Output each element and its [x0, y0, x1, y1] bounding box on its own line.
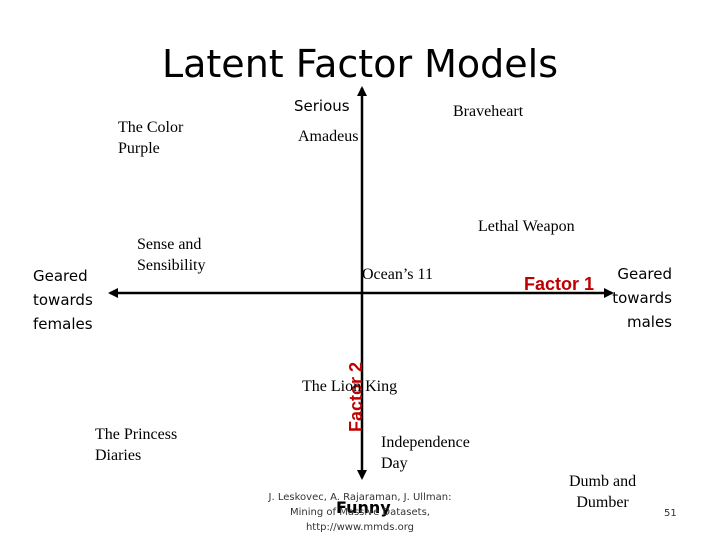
- movie-independence-day: Independence Day: [381, 434, 470, 472]
- movie-braveheart: Braveheart: [453, 103, 524, 120]
- axis-label-serious: Serious: [294, 97, 350, 115]
- movie-oceans-11: Ocean’s 11: [362, 266, 433, 283]
- axis-label-geared-towards-males: Geared towards males: [612, 265, 672, 331]
- movie-lethal-weapon: Lethal Weapon: [478, 218, 575, 235]
- axis-label-factor-1: Factor 1: [524, 274, 595, 294]
- movie-sense-and-sensibility: Sense and Sensibility: [137, 236, 206, 274]
- movie-the-color-purple: The Color Purple: [118, 119, 184, 157]
- axis-label-funny: Funny: [336, 498, 391, 517]
- movie-the-lion-king: The Lion King: [302, 378, 398, 395]
- movie-dumb-and-dumber: Dumb and Dumber: [569, 473, 637, 511]
- movie-amadeus: Amadeus: [298, 128, 359, 145]
- page-number: 51: [664, 508, 677, 519]
- slide-title: Latent Factor Models: [161, 42, 559, 86]
- axis-label-geared-towards-females: Geared towards females: [33, 267, 93, 333]
- citation-footer: J. Leskovec, A. Rajaraman, J. Ullman: Mi…: [268, 492, 452, 533]
- movie-the-princess-diaries: The Princess Diaries: [95, 426, 178, 464]
